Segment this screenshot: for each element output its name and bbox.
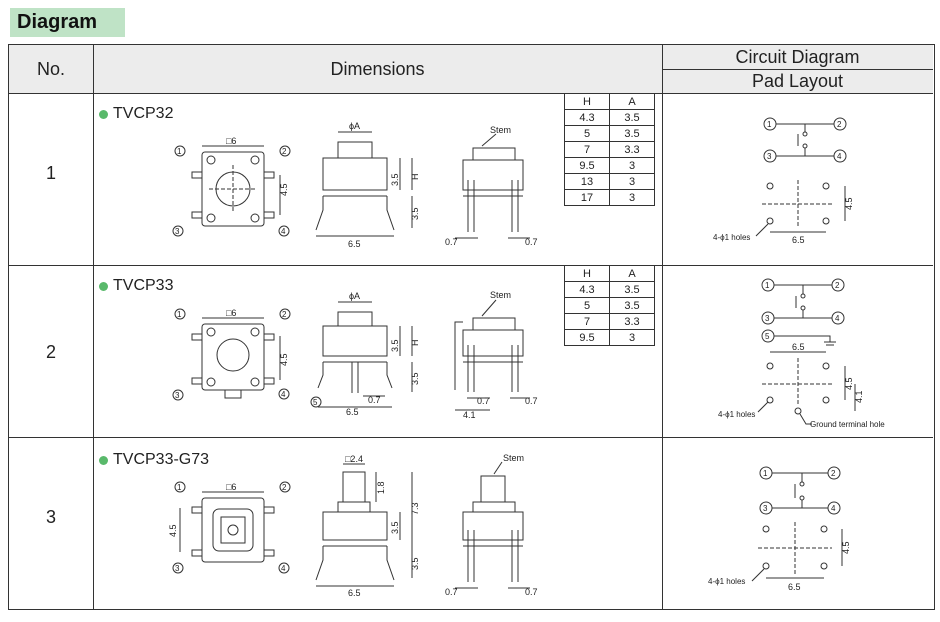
model-name: TVCP33 bbox=[99, 277, 173, 295]
header-circuit-diagram: Circuit Diagram bbox=[662, 45, 933, 69]
model-label: TVCP32 bbox=[113, 105, 174, 122]
model-name: TVCP33-G73 bbox=[99, 451, 209, 469]
header-pad-layout: Pad Layout bbox=[662, 69, 933, 93]
header-dimensions: Dimensions bbox=[93, 45, 662, 93]
row-number: 1 bbox=[45, 163, 56, 183]
section-title: Diagram bbox=[10, 8, 125, 37]
spec-table: No. Dimensions Circuit Diagram Pad Layou… bbox=[8, 44, 935, 610]
bullet-icon bbox=[99, 455, 108, 465]
model-label: TVCP33 bbox=[113, 277, 174, 294]
bullet-icon bbox=[99, 281, 108, 291]
header-no: No. bbox=[9, 45, 93, 93]
model-name: TVCP32 bbox=[99, 105, 173, 123]
bullet-icon bbox=[99, 109, 108, 119]
row-number: 3 bbox=[45, 507, 56, 527]
row-number: 2 bbox=[45, 342, 56, 362]
model-label: TVCP33-G73 bbox=[113, 451, 210, 468]
